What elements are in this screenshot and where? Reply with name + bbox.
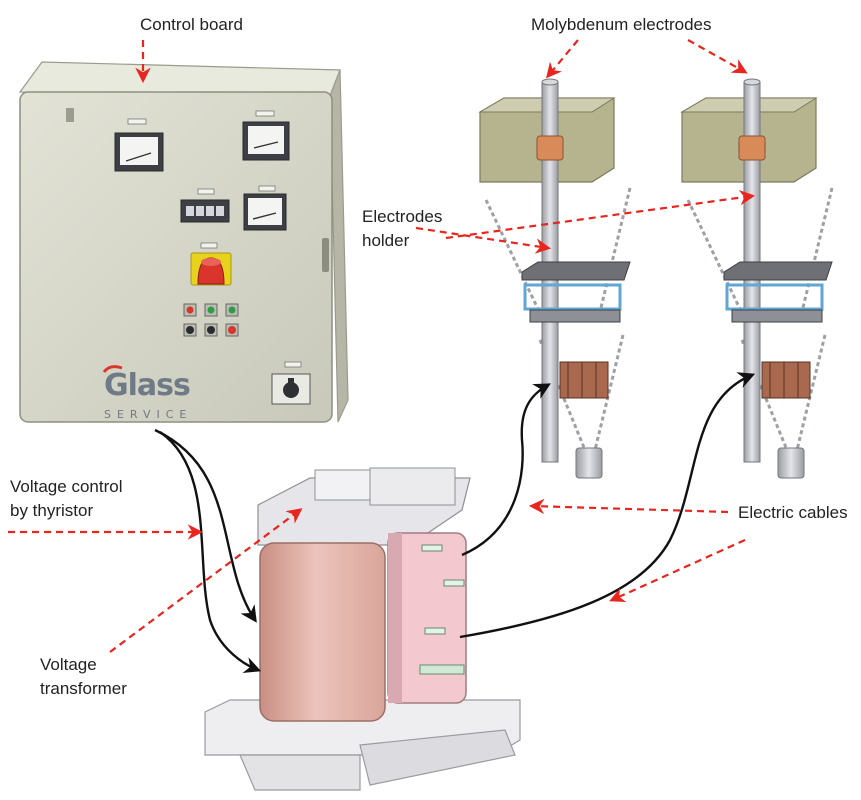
control-board: Glass SERVICE — [18, 61, 349, 423]
label-electrodes-holder-2: holder — [362, 231, 410, 250]
electric-cables — [154, 372, 756, 674]
rotary-switch[interactable] — [271, 361, 311, 405]
voltmeter-top-right — [242, 110, 290, 161]
cable-board-to-transformer-2 — [159, 431, 262, 674]
label-control-board: Control board — [140, 15, 243, 34]
arrow-cables-lower — [609, 538, 746, 602]
meter-middle — [243, 185, 287, 231]
indicator-lights — [183, 303, 239, 317]
label-voltage-control-1: Voltage control — [10, 477, 122, 496]
arrow-holder-right — [445, 190, 756, 240]
glass-service-logo: Glass SERVICE — [102, 365, 192, 421]
arrow-cables-upper — [528, 498, 729, 515]
emergency-stop-button[interactable] — [190, 242, 232, 286]
push-buttons[interactable] — [183, 323, 239, 337]
arrow-molybdenum-left — [546, 39, 579, 79]
ammeter-top-left — [114, 118, 164, 172]
logo-brand-text: Glass — [104, 368, 190, 403]
labels: Control board Molybdenum electrodes Elec… — [10, 15, 848, 698]
electrode-assembly-left — [478, 78, 632, 479]
annotation-arrows — [8, 39, 756, 653]
cable-transformer-to-left-electrode — [461, 383, 551, 557]
logo-subtitle-text: SERVICE — [104, 408, 192, 421]
digital-display — [180, 188, 230, 223]
arrow-holder-left — [415, 226, 552, 254]
label-voltage-control-2: by thyristor — [10, 501, 93, 520]
arrow-molybdenum-right — [687, 39, 748, 74]
voltage-transformer — [204, 467, 521, 791]
cable-board-to-transformer-1 — [154, 428, 257, 623]
label-molybdenum-electrodes: Molybdenum electrodes — [531, 15, 711, 34]
electrode-assembly-right — [680, 78, 834, 479]
label-voltage-transformer-2: transformer — [40, 679, 127, 698]
cable-transformer-to-right-electrode — [459, 372, 756, 639]
label-electric-cables: Electric cables — [738, 503, 848, 522]
arrow-voltage-transformer — [109, 508, 303, 653]
label-voltage-transformer-1: Voltage — [40, 655, 97, 674]
label-electrodes-holder-1: Electrodes — [362, 207, 442, 226]
